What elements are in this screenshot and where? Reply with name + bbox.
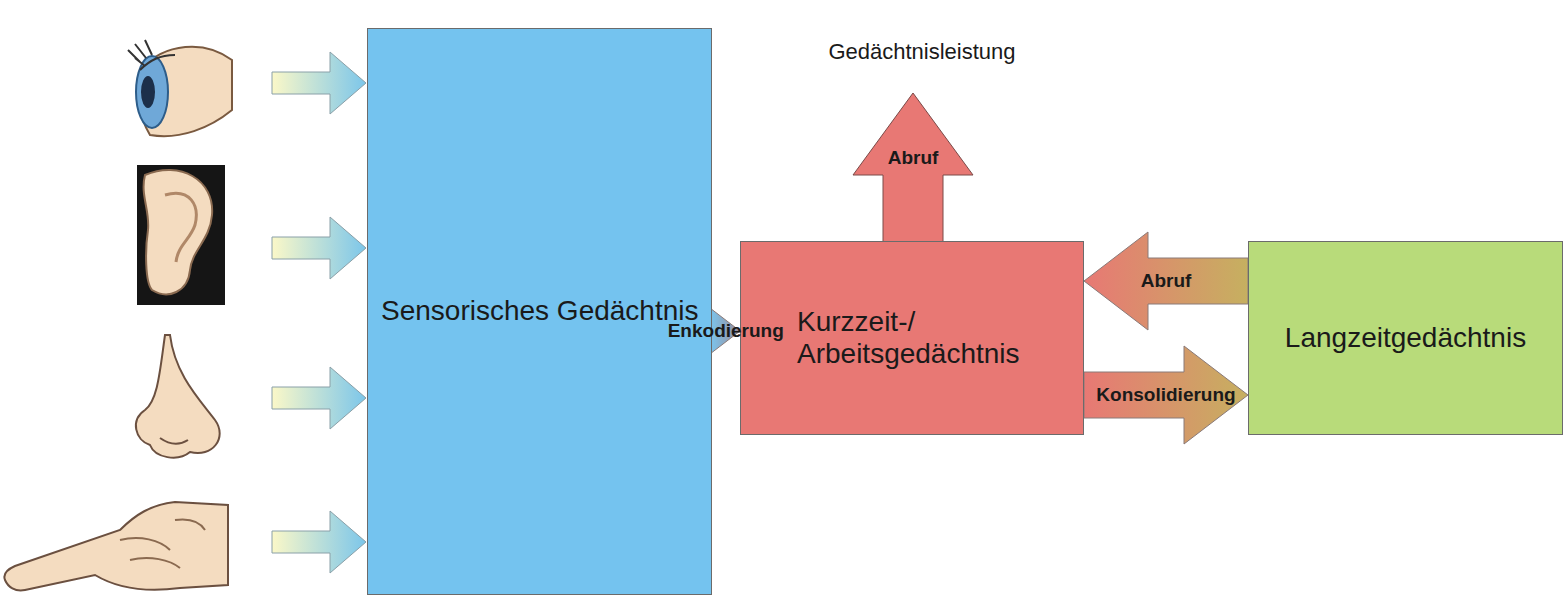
- box-label: Langzeitgedächtnis: [1285, 322, 1526, 354]
- output-label: Gedächtnisleistung: [828, 39, 1015, 65]
- eye-icon: [128, 40, 232, 136]
- memory-store-box: Langzeitgedächtnis: [1248, 241, 1563, 435]
- arrow-label: Abruf: [1141, 270, 1192, 292]
- box-label: Sensorisches Gedächtnis: [381, 295, 699, 327]
- memory-store-box: Sensorisches Gedächtnis: [367, 28, 712, 595]
- sense-arrow: [272, 52, 366, 573]
- ear-icon: [137, 165, 225, 305]
- retrieval-arrow: [853, 93, 973, 241]
- hand-icon: [4, 502, 228, 590]
- process-arrow: [1084, 232, 1248, 330]
- arrow-label: Konsolidierung: [1096, 384, 1235, 406]
- arrow-label: Enkodierung: [668, 320, 784, 342]
- retrieval-label: Abruf: [888, 147, 939, 169]
- box-label: Kurzzeit-/ Arbeitsgedächtnis: [797, 306, 1067, 370]
- process-arrow: [1084, 346, 1248, 444]
- memory-store-box: Kurzzeit-/ Arbeitsgedächtnis: [740, 241, 1084, 435]
- nose-icon: [136, 335, 220, 458]
